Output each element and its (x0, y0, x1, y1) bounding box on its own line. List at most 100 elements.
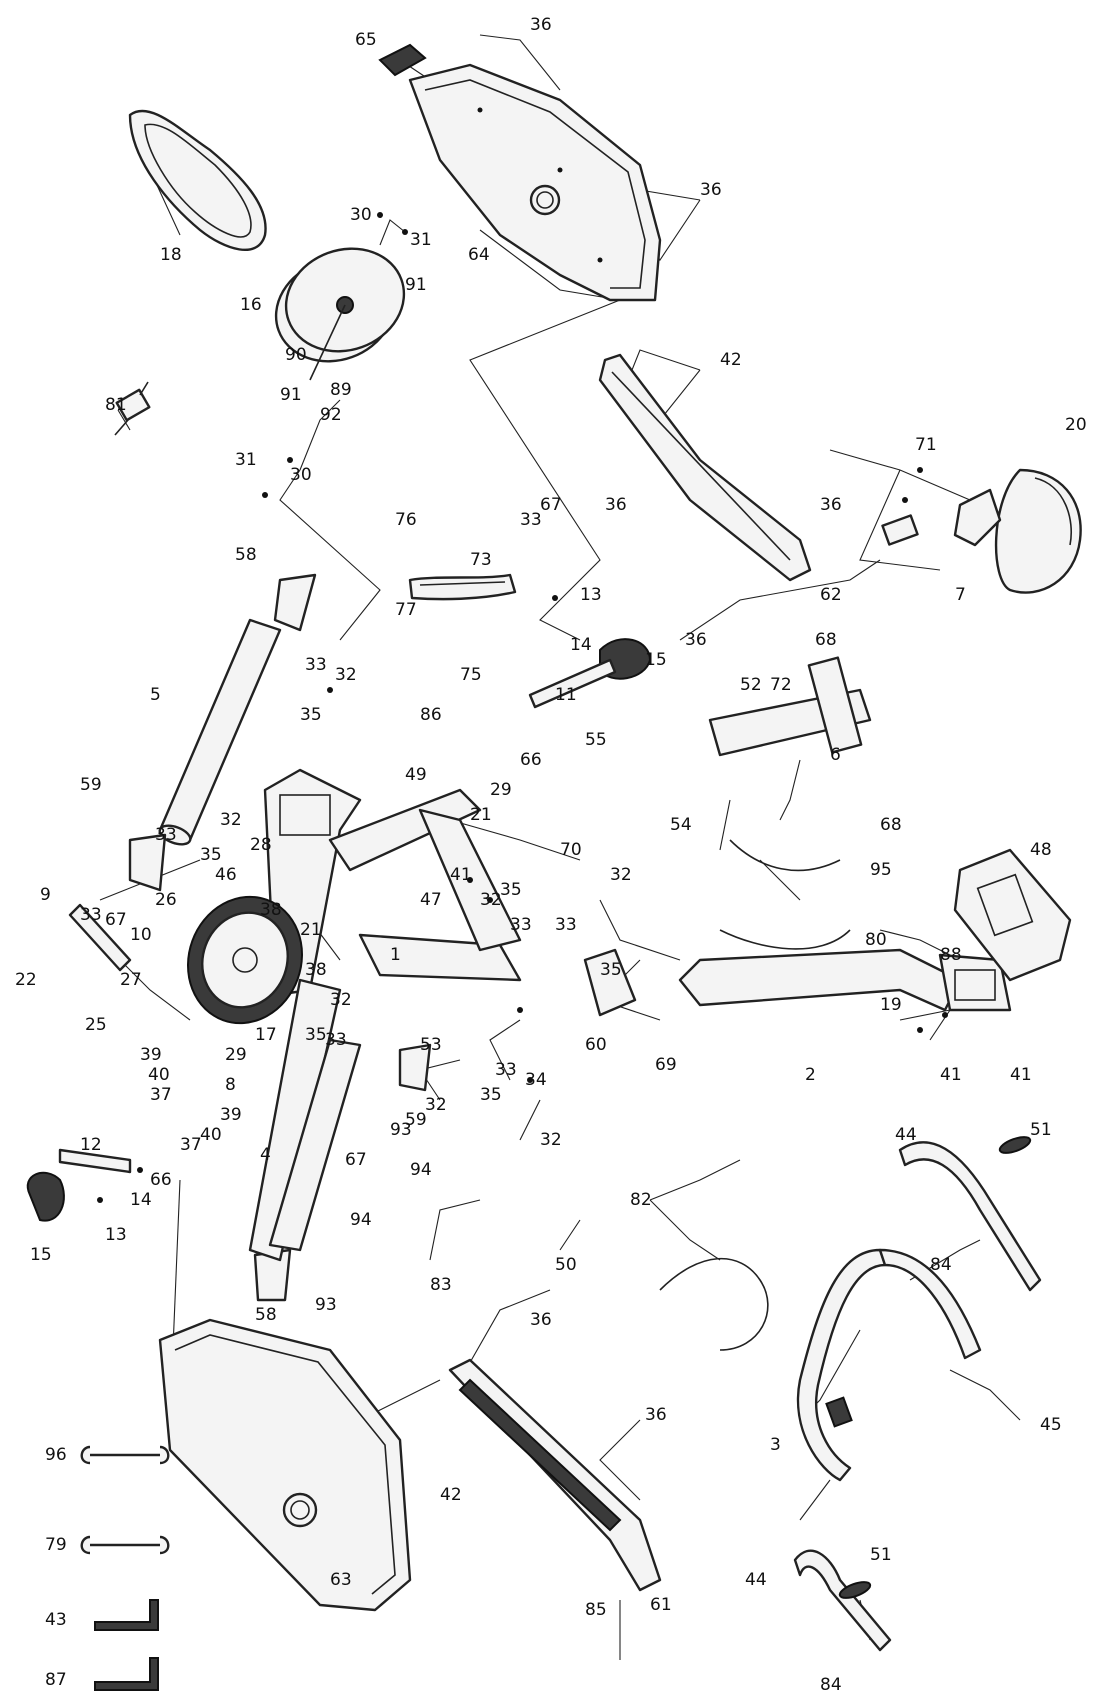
label-38: 38 (305, 960, 327, 980)
label-32: 32 (335, 665, 357, 685)
label-58: 58 (255, 1305, 277, 1325)
label-83: 83 (430, 1275, 452, 1295)
label-36: 36 (605, 495, 627, 515)
seat-bracket (881, 488, 1002, 547)
tools (80, 1445, 170, 1691)
label-39: 39 (140, 1045, 162, 1065)
label-27: 27 (120, 970, 142, 990)
label-26: 26 (155, 890, 177, 910)
cranks-pedals (26, 638, 652, 1222)
label-68: 68 (815, 630, 837, 650)
label-33: 33 (305, 655, 327, 675)
label-7: 7 (955, 585, 966, 605)
sensor-part (114, 381, 151, 436)
label-25: 25 (85, 1015, 107, 1035)
label-36: 36 (820, 495, 842, 515)
label-32: 32 (480, 890, 502, 910)
label-31: 31 (410, 230, 432, 250)
seat-part (994, 468, 1082, 594)
label-76: 76 (395, 510, 417, 530)
label-69: 69 (655, 1055, 677, 1075)
label-49: 49 (405, 765, 427, 785)
label-33: 33 (80, 905, 102, 925)
label-37: 37 (150, 1085, 172, 1105)
label-35: 35 (200, 845, 222, 865)
label-67: 67 (345, 1150, 367, 1170)
label-52: 52 (740, 675, 762, 695)
label-1: 1 (390, 945, 401, 965)
label-36: 36 (700, 180, 722, 200)
label-48: 48 (1030, 840, 1052, 860)
label-63: 63 (330, 1570, 352, 1590)
label-89: 89 (330, 380, 352, 400)
label-77: 77 (395, 600, 417, 620)
label-37: 37 (180, 1135, 202, 1155)
label-82: 82 (630, 1190, 652, 1210)
label-41: 41 (450, 865, 472, 885)
cover-part-60 (583, 948, 637, 1017)
label-88: 88 (940, 945, 962, 965)
label-84: 84 (820, 1675, 842, 1695)
label-43: 43 (45, 1610, 67, 1630)
label-66: 66 (520, 750, 542, 770)
label-33: 33 (520, 510, 542, 530)
label-38: 38 (260, 900, 282, 920)
label-33: 33 (495, 1060, 517, 1080)
label-32: 32 (610, 865, 632, 885)
label-20: 20 (1065, 415, 1087, 435)
label-41: 41 (1010, 1065, 1032, 1085)
label-33: 33 (325, 1030, 347, 1050)
label-94: 94 (410, 1160, 432, 1180)
label-59: 59 (80, 775, 102, 795)
label-53: 53 (420, 1035, 442, 1055)
label-55: 55 (585, 730, 607, 750)
label-95: 95 (870, 860, 892, 880)
label-10: 10 (130, 925, 152, 945)
side-cover-right (408, 63, 662, 302)
label-41: 41 (940, 1065, 962, 1085)
label-85: 85 (585, 1600, 607, 1620)
label-62: 62 (820, 585, 842, 605)
label-13: 13 (105, 1225, 127, 1245)
label-60: 60 (585, 1035, 607, 1055)
label-73: 73 (470, 550, 492, 570)
label-5: 5 (150, 685, 161, 705)
label-28: 28 (250, 835, 272, 855)
label-93: 93 (390, 1120, 412, 1140)
label-54: 54 (670, 815, 692, 835)
label-51: 51 (1030, 1120, 1052, 1140)
base-frame-4 (268, 1038, 362, 1252)
label-6: 6 (830, 745, 841, 765)
label-66: 66 (150, 1170, 172, 1190)
label-84: 84 (930, 1255, 952, 1275)
label-46: 46 (215, 865, 237, 885)
label-2: 2 (805, 1065, 816, 1085)
label-17: 17 (255, 1025, 277, 1045)
label-91: 91 (280, 385, 302, 405)
belt-part (128, 109, 267, 251)
label-36: 36 (645, 1405, 667, 1425)
label-14: 14 (130, 1190, 152, 1210)
label-87: 87 (45, 1670, 67, 1690)
label-71: 71 (915, 435, 937, 455)
label-35: 35 (300, 705, 322, 725)
label-32: 32 (540, 1130, 562, 1150)
label-35: 35 (480, 1085, 502, 1105)
flywheel-part (274, 247, 406, 381)
label-40: 40 (200, 1125, 222, 1145)
label-30: 30 (290, 465, 312, 485)
label-31: 31 (235, 450, 257, 470)
label-91: 91 (405, 275, 427, 295)
label-79: 79 (45, 1535, 67, 1555)
label-40: 40 (148, 1065, 170, 1085)
cables (659, 839, 851, 1351)
label-15: 15 (645, 650, 667, 670)
label-36: 36 (685, 630, 707, 650)
handlebars (793, 1141, 1042, 1652)
label-90: 90 (285, 345, 307, 365)
label-61: 61 (650, 1595, 672, 1615)
label-14: 14 (570, 635, 592, 655)
label-39: 39 (220, 1105, 242, 1125)
label-50: 50 (555, 1255, 577, 1275)
